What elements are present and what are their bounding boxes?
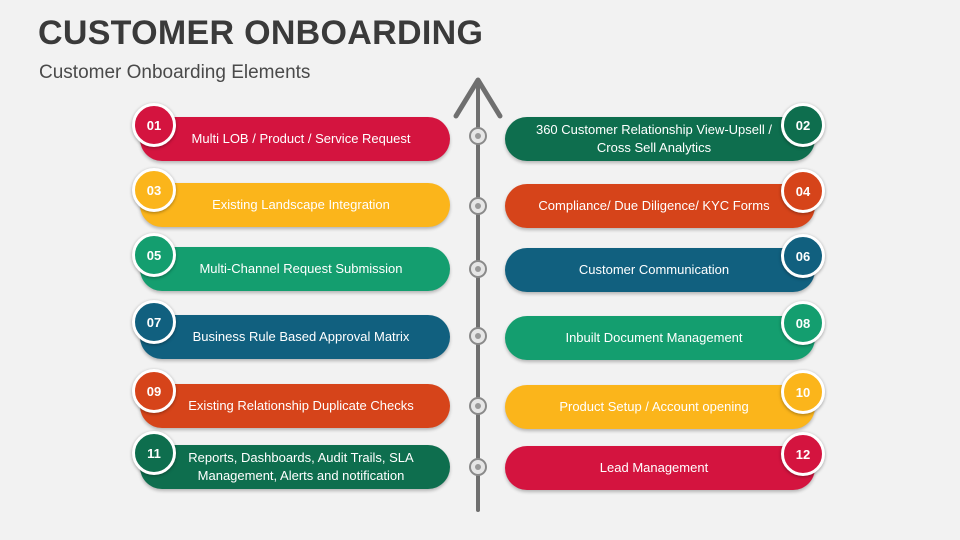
- element-label: Existing Landscape Integration: [212, 197, 390, 212]
- right-element-box-06: Customer Communication: [505, 248, 815, 292]
- number-badge-02: 02: [781, 103, 825, 147]
- element-label: Reports, Dashboards, Audit Trails, SLA M…: [188, 450, 414, 483]
- element-label: Customer Communication: [578, 262, 730, 277]
- number-badge-12: 12: [781, 432, 825, 476]
- page-subtitle: Customer Onboarding Elements: [39, 62, 311, 83]
- element-label: Compliance/ Due Diligence/ KYC Forms: [538, 198, 770, 213]
- right-element-box-04: Compliance/ Due Diligence/ KYC Forms: [505, 184, 815, 228]
- left-element-box-07: Business Rule Based Approval Matrix: [140, 315, 450, 359]
- left-element-box-01: Multi LOB / Product / Service Request: [140, 117, 450, 161]
- left-element-box-09: Existing Relationship Duplicate Checks: [140, 384, 450, 428]
- timeline-arrow: [453, 77, 503, 512]
- timeline-node: [469, 327, 487, 345]
- left-element-box-11: Reports, Dashboards, Audit Trails, SLA M…: [140, 445, 450, 489]
- number-badge-11: 11: [132, 431, 176, 475]
- number-badge-04: 04: [781, 169, 825, 213]
- left-element-box-05: Multi-Channel Request Submission: [140, 247, 450, 291]
- element-label: 360 Customer Relationship View-Upsell / …: [535, 122, 773, 155]
- element-label: Existing Relationship Duplicate Checks: [188, 398, 414, 413]
- number-badge-06: 06: [781, 234, 825, 278]
- number-badge-01: 01: [132, 103, 176, 147]
- right-element-box-10: Product Setup / Account opening: [505, 385, 815, 429]
- timeline-node: [469, 197, 487, 215]
- timeline-node: [469, 127, 487, 145]
- number-badge-07: 07: [132, 300, 176, 344]
- number-badge-05: 05: [132, 233, 176, 277]
- right-element-box-08: Inbuilt Document Management: [505, 316, 815, 360]
- number-badge-08: 08: [781, 301, 825, 345]
- number-badge-10: 10: [781, 370, 825, 414]
- element-label: Multi-Channel Request Submission: [199, 261, 403, 276]
- number-badge-09: 09: [132, 369, 176, 413]
- timeline-node: [469, 397, 487, 415]
- number-badge-03: 03: [132, 168, 176, 212]
- right-element-box-12: Lead Management: [505, 446, 815, 490]
- element-label: Lead Management: [599, 460, 709, 475]
- timeline-node: [469, 458, 487, 476]
- left-element-box-03: Existing Landscape Integration: [140, 183, 450, 227]
- right-element-box-02: 360 Customer Relationship View-Upsell / …: [505, 117, 815, 161]
- element-label: Multi LOB / Product / Service Request: [191, 131, 411, 146]
- element-label: Business Rule Based Approval Matrix: [192, 329, 410, 344]
- timeline-node: [469, 260, 487, 278]
- element-label: Product Setup / Account opening: [559, 399, 749, 414]
- element-label: Inbuilt Document Management: [565, 330, 743, 345]
- page-title: CUSTOMER ONBOARDING: [38, 14, 484, 52]
